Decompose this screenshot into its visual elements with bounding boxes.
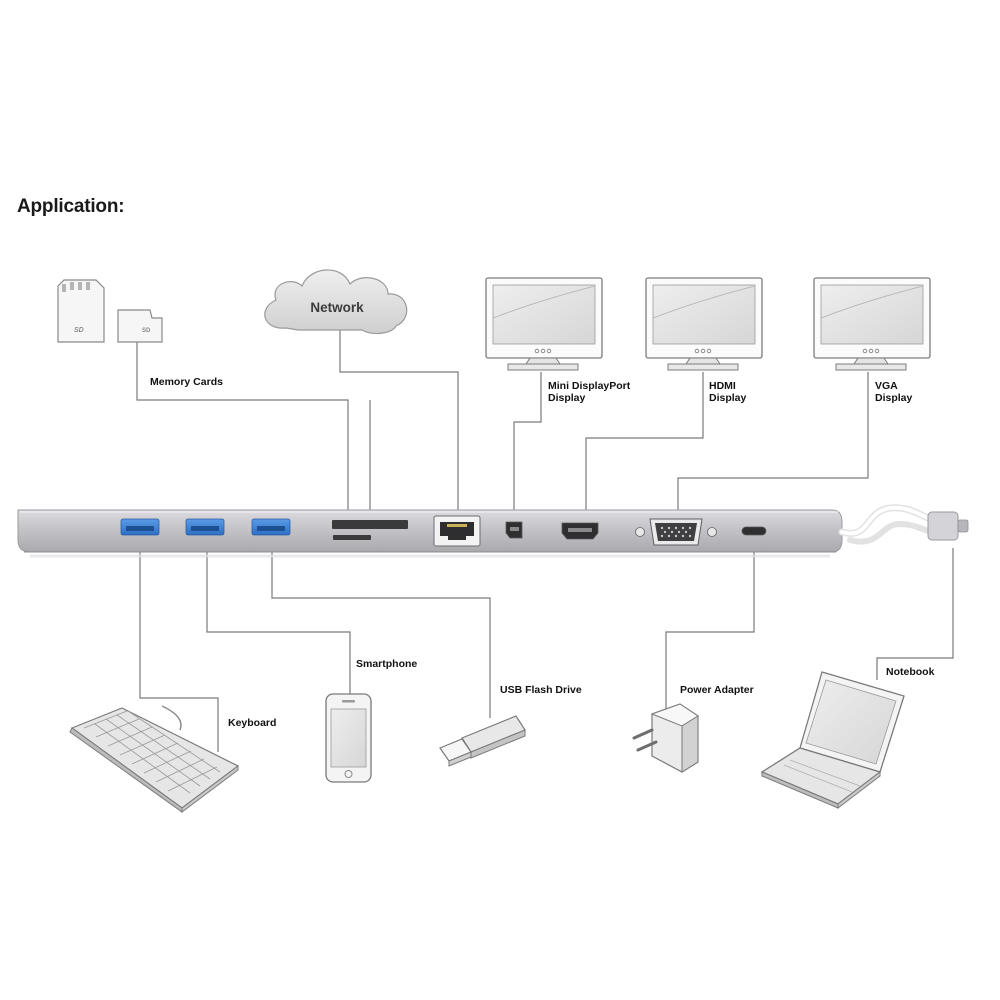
label-vga-line-1: VGA xyxy=(875,380,898,392)
vga-port xyxy=(635,518,717,546)
docking-station-icon xyxy=(17,509,843,558)
hdmi-port xyxy=(561,522,599,540)
hdmi-line xyxy=(585,372,704,522)
minidp-line xyxy=(513,372,542,528)
label-smartphone: Smartphone xyxy=(356,658,418,670)
usb-port-3 xyxy=(251,518,291,536)
label-keyboard: Keyboard xyxy=(228,717,277,729)
usb-port-2 xyxy=(185,518,225,536)
usb-c-port xyxy=(741,526,767,536)
svg-text:SD: SD xyxy=(74,327,84,334)
hdmi-monitor-icon xyxy=(645,277,763,371)
label-memory-cards: Memory Cards xyxy=(150,376,223,388)
connector-lines xyxy=(136,330,954,752)
usb-c-cable-icon xyxy=(838,504,969,545)
keyboard-line xyxy=(139,540,219,752)
network-cloud-icon xyxy=(264,269,408,335)
power-line xyxy=(665,540,755,712)
memory-card-line-a xyxy=(136,340,349,520)
label-minidp-line-2: Display xyxy=(548,392,586,404)
network-line xyxy=(339,330,459,518)
label-hdmi-line-2: Display xyxy=(709,392,747,404)
minidp-monitor-icon xyxy=(485,277,603,371)
usb-port-1 xyxy=(120,518,160,536)
power-adapter-icon xyxy=(632,703,699,773)
card-reader-slots xyxy=(332,520,408,540)
microsd-card-icon: SD xyxy=(117,309,163,343)
label-notebook: Notebook xyxy=(886,666,935,678)
notebook-line xyxy=(876,548,954,680)
keyboard-icon xyxy=(69,705,240,813)
label-minidp-line-1: Mini DisplayPort xyxy=(548,380,631,392)
label-minidp-display: Mini DisplayPort Display xyxy=(548,380,630,404)
minidp-port xyxy=(505,521,523,539)
vga-line xyxy=(677,372,869,520)
sd-card-icon: SD xyxy=(57,279,105,343)
label-vga-display: VGA Display xyxy=(875,380,912,404)
label-power-adapter: Power Adapter xyxy=(680,684,754,696)
page-title: Application: xyxy=(17,196,125,217)
ethernet-port xyxy=(433,515,481,547)
network-label: Network xyxy=(310,300,364,315)
label-usb-flash-drive: USB Flash Drive xyxy=(500,684,582,696)
usb-flash-line xyxy=(271,540,491,718)
smartphone-line xyxy=(206,540,351,694)
notebook-icon xyxy=(760,671,905,810)
label-hdmi-display: HDMI Display xyxy=(709,380,746,404)
usb-flash-drive-icon xyxy=(439,715,526,767)
label-vga-line-2: Display xyxy=(875,392,913,404)
label-hdmi-line-1: HDMI xyxy=(709,380,736,392)
vga-monitor-icon xyxy=(813,277,931,371)
svg-text:SD: SD xyxy=(142,328,151,334)
smartphone-icon xyxy=(325,693,372,783)
